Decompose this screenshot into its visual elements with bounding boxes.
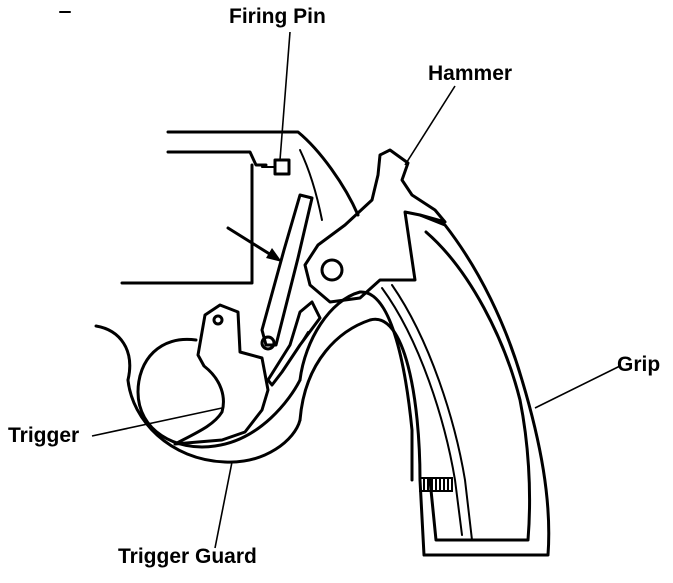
leader-trigger-guard [215, 462, 232, 548]
hammer [305, 150, 445, 302]
firing-pin [262, 160, 289, 174]
label-hammer: Hammer [428, 63, 512, 84]
transfer-bar [262, 195, 312, 349]
label-trigger: Trigger [8, 425, 79, 446]
frame [122, 132, 358, 283]
label-trigger-guard: Trigger Guard [118, 546, 257, 567]
grip [300, 215, 549, 555]
label-firing-pin: Firing Pin [229, 6, 326, 27]
arrow [228, 228, 282, 262]
mainspring [420, 478, 452, 491]
label-grip: Grip [617, 354, 660, 375]
leader-hammer [405, 86, 455, 165]
leader-grip [535, 366, 620, 408]
leader-firing-pin [280, 32, 290, 160]
